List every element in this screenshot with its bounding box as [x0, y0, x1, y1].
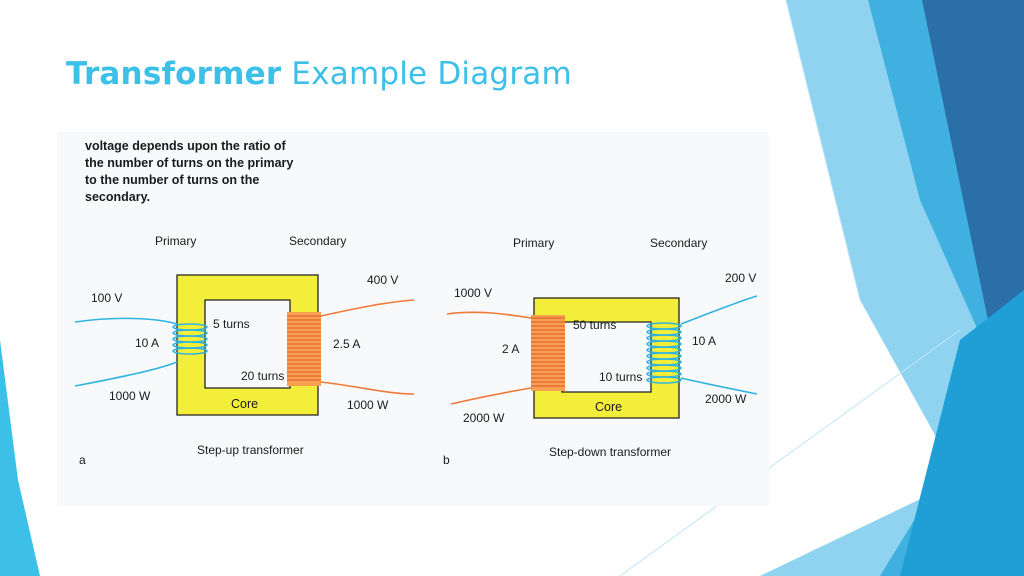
caption-b: Step-down transformer [549, 445, 671, 459]
title-bold: Transformer [66, 56, 282, 92]
input-current-a: 10 A [135, 336, 159, 350]
step-down-transformer: Primary Secondary 1000 V 2 A 2000 W 50 t… [443, 236, 758, 467]
caption-a: Step-up transformer [197, 443, 304, 457]
core-label-b: Core [595, 400, 622, 414]
panel-label-a: a [79, 453, 86, 467]
primary-coil-a [172, 323, 208, 355]
panel-label-b: b [443, 453, 450, 467]
output-voltage-b: 200 V [725, 271, 756, 285]
secondary-turns-b: 10 turns [599, 370, 642, 384]
caption-line: secondary. [85, 190, 151, 204]
slide-title: Transformer Example Diagram [66, 56, 572, 92]
primary-wire-a [74, 361, 178, 387]
deco-line [785, 0, 861, 301]
input-voltage-b: 1000 V [454, 286, 492, 300]
primary-wire-a [74, 317, 178, 325]
caption-line: to the number of turns on the [85, 173, 260, 187]
input-voltage-a: 100 V [91, 291, 122, 305]
diagram-panel: voltage depends upon the ratio of the nu… [57, 132, 769, 506]
caption-line: voltage depends upon the ratio of [85, 139, 286, 153]
primary-turns-a: 5 turns [213, 317, 250, 331]
caption-line: the number of turns on the primary [85, 156, 294, 170]
secondary-label-a: Secondary [289, 234, 346, 248]
input-current-b: 2 A [502, 342, 519, 356]
output-power-b: 2000 W [705, 392, 747, 406]
step-up-transformer: Primary Secondary 100 V 10 A 1000 W 5 tu… [74, 234, 415, 467]
secondary-label-b: Secondary [650, 236, 707, 250]
deco-shape-bottom [900, 290, 1024, 576]
deco-line [619, 329, 961, 576]
input-power-b: 2000 W [463, 411, 505, 425]
deco-shape-left [0, 340, 40, 576]
input-power-a: 1000 W [109, 389, 151, 403]
output-voltage-a: 400 V [367, 273, 398, 287]
primary-wire-b [450, 387, 532, 405]
secondary-wire-b [680, 377, 758, 395]
transformer-diagram: Primary Secondary 100 V 10 A 1000 W 5 tu… [74, 234, 758, 467]
title-rest: Example Diagram [281, 56, 572, 92]
secondary-coil-b [646, 322, 682, 384]
core-label-a: Core [231, 397, 258, 411]
core-a [176, 274, 319, 416]
secondary-coil-a [287, 312, 321, 386]
primary-coil-b [531, 315, 565, 391]
primary-label-a: Primary [155, 234, 196, 248]
output-current-a: 2.5 A [333, 337, 360, 351]
deco-shape-dark [922, 0, 1024, 400]
secondary-wire-a [320, 299, 415, 317]
output-current-b: 10 A [692, 334, 716, 348]
output-power-a: 1000 W [347, 398, 389, 412]
secondary-wire-a [320, 381, 415, 395]
secondary-wire-b [680, 295, 758, 325]
intro-caption: voltage depends upon the ratio of the nu… [85, 138, 305, 206]
secondary-turns-a: 20 turns [241, 369, 284, 383]
primary-label-b: Primary [513, 236, 554, 250]
primary-turns-b: 50 turns [573, 318, 616, 332]
primary-wire-b [446, 311, 532, 319]
